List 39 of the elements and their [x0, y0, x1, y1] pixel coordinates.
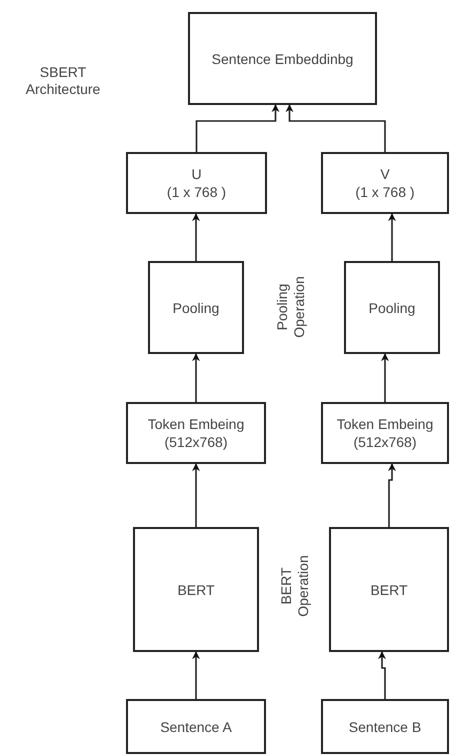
arrow [196, 104, 280, 152]
box-text: BERT [177, 580, 215, 598]
title-label: SBERT Architecture [24, 64, 102, 98]
box-text: Sentence B [348, 718, 422, 736]
process-box [133, 527, 259, 652]
process-box [329, 527, 449, 652]
arrow [381, 353, 389, 402]
arrow [286, 104, 386, 152]
box-text: Token Embeing [148, 415, 244, 433]
box-text: (1 x 768 ) [355, 183, 415, 201]
arrow [192, 353, 200, 402]
process-box [126, 152, 267, 214]
box-text: Sentence A [160, 718, 232, 736]
process-box [188, 12, 377, 105]
arrow [378, 651, 386, 699]
process-box [321, 699, 449, 754]
arrow [192, 463, 200, 527]
box-text: V [380, 165, 390, 183]
arrow [192, 213, 200, 261]
arrow [388, 213, 396, 261]
process-box [321, 402, 449, 464]
process-box [126, 699, 266, 754]
process-box [126, 402, 266, 464]
arrow [388, 463, 396, 527]
box-text: Pooling [368, 298, 416, 316]
box-text: U [191, 165, 202, 183]
box-text: Sentence Embeddinbg [212, 50, 354, 68]
box-text: (512x768) [353, 433, 417, 451]
process-box [148, 261, 244, 354]
box-text: (1 x 768 ) [166, 183, 226, 201]
side-label: Pooling Operation [274, 275, 308, 340]
side-label: BERT Operation [278, 554, 312, 619]
arrow [192, 651, 200, 699]
box-text: Token Embeing [336, 415, 434, 433]
box-text: (512x768) [164, 433, 228, 451]
process-box [344, 261, 440, 354]
process-box [321, 152, 449, 214]
box-text: BERT [370, 580, 408, 598]
box-text: Pooling [172, 298, 220, 316]
